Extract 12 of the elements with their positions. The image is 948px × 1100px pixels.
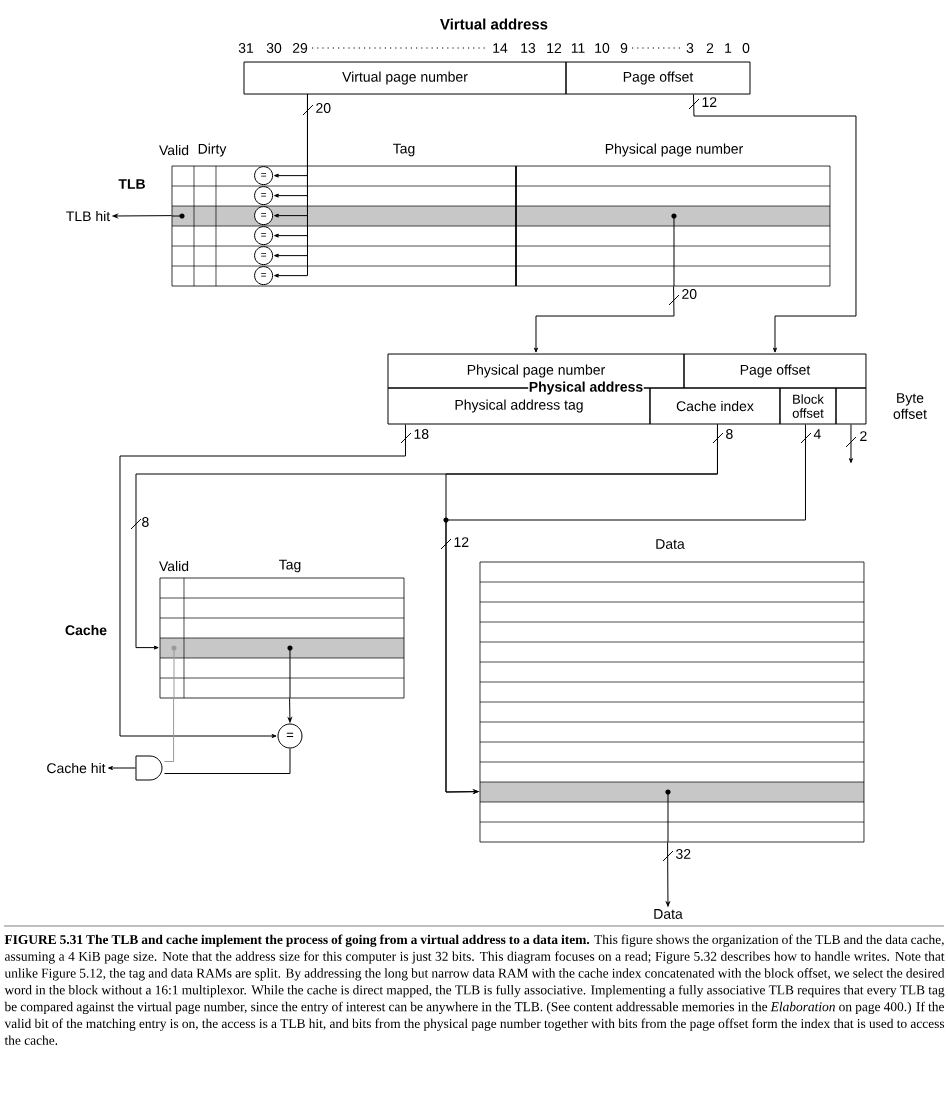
wire: [534, 285, 675, 353]
wire: [665, 841, 670, 907]
wire: [112, 214, 173, 218]
wire: [119, 424, 406, 738]
wire: [287, 697, 292, 723]
wire: [693, 94, 857, 353]
wire: [164, 697, 175, 762]
wire: [849, 424, 853, 464]
wire: [445, 424, 806, 794]
and-gate: [135, 755, 163, 781]
wire: [108, 766, 136, 770]
wire: [164, 748, 291, 774]
